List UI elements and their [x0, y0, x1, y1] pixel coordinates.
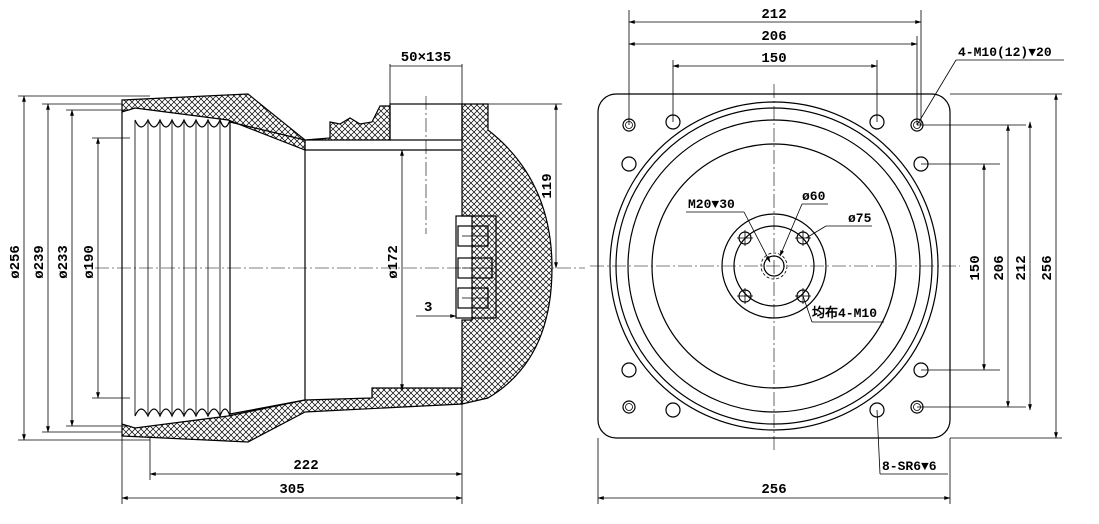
- side-inner-cone: [229, 121, 462, 415]
- label-d172: ø172: [386, 245, 402, 279]
- label-slot: 50×135: [401, 50, 451, 66]
- label-w150: 150: [761, 51, 786, 67]
- front-pcd-holes: [737, 230, 811, 304]
- label-d190: ø190: [82, 245, 98, 279]
- front-view: 212 206 150 150 206 212 256 256 4-M10(12…: [590, 7, 1064, 504]
- label-d239: ø239: [32, 245, 48, 279]
- label-d233: ø233: [56, 245, 72, 279]
- label-w305: 305: [279, 482, 304, 498]
- label-h119: 119: [540, 173, 556, 198]
- label-h212: 212: [1014, 255, 1030, 280]
- callout-corner-holes: 4-M10(12)▼20: [958, 45, 1052, 60]
- label-t3: 3: [424, 300, 432, 316]
- callout-pcd-holes: 均布4-M10: [812, 305, 877, 321]
- side-outer-wall-top: [121, 93, 391, 151]
- label-h206: 206: [992, 255, 1008, 280]
- label-d60: ø60: [802, 189, 826, 204]
- callout-flange-holes: 8-SR6▼6: [882, 459, 937, 474]
- side-outer-wall-bottom: [121, 387, 463, 443]
- side-diameter-dims: [18, 95, 404, 441]
- label-w206: 206: [761, 29, 786, 45]
- label-h150: 150: [968, 255, 984, 280]
- label-w212: 212: [761, 7, 786, 23]
- side-bellows: [121, 112, 231, 424]
- side-dome: [461, 103, 553, 405]
- label-d75: ø75: [848, 211, 872, 226]
- label-d256: ø256: [8, 245, 24, 279]
- label-w222: 222: [293, 458, 318, 474]
- label-h256: 256: [1040, 255, 1056, 280]
- label-w256: 256: [761, 482, 786, 498]
- side-inserts: [455, 215, 497, 319]
- callout-center-thread: M20▼30: [688, 197, 735, 212]
- side-view: ø256 ø239 ø233 ø190 ø172 119 50×135 3 22…: [8, 50, 585, 504]
